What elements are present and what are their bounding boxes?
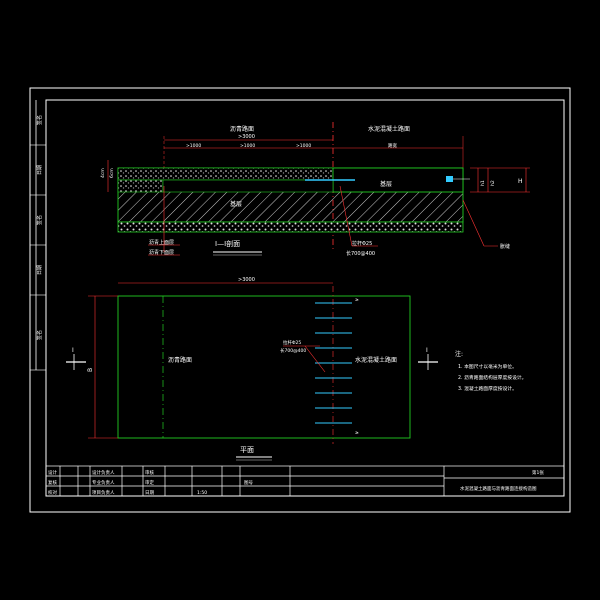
note-3: 3. 混凝土路面厚度按设计。 <box>458 385 517 392</box>
tb-r1c3: 设计负责人 <box>92 469 115 476</box>
strip-label-1: 签名 <box>36 115 43 125</box>
title-block-text: 设计 设计负责人 审核 复核 专业负责人 审定 校对 项目负责人 日期 1:50… <box>48 469 544 496</box>
dim-top: >3000 <box>238 134 255 140</box>
strip-label-4: 日期 <box>37 265 43 275</box>
transition-slab <box>162 179 334 193</box>
dim-left-1: 4cm <box>100 168 106 178</box>
layer-label-a: 基层 <box>230 200 242 208</box>
gravel-subbase <box>117 221 464 233</box>
tb-r3c3: 项目负责人 <box>92 489 115 496</box>
tb-title: 水泥混凝土路面与沥青路面连接构造图 <box>460 485 537 492</box>
tb-r1c5: 审核 <box>145 469 154 476</box>
plan-label-concrete: 水泥混凝土路面 <box>355 356 397 364</box>
strip-label-3: 签名 <box>36 215 43 225</box>
tb-scale: 1:50 <box>197 490 207 496</box>
plan-label-asphalt: 沥青路面 <box>168 356 192 364</box>
dim-right-h2: h2 <box>490 180 496 186</box>
plan-dim-top: >3000 <box>238 277 255 283</box>
dim-sub-1: >1000 <box>186 143 201 149</box>
section-label-asphalt: 沥青路面 <box>230 125 254 133</box>
plan-dim-small-top: ≥ <box>355 298 359 303</box>
plan-tie-bars <box>315 302 352 424</box>
layer-label-b: 基层 <box>380 180 392 188</box>
plan-mark-right: Ⅰ <box>426 347 428 354</box>
left-strip: 签名 日期 签名 日期 签名 <box>30 100 46 371</box>
drawing-border <box>45 99 565 497</box>
title-block <box>45 465 565 497</box>
tb-drawing-no: 图号 <box>244 480 253 486</box>
callout-joint: 胀缝 <box>500 243 510 250</box>
plan-dim-left: B <box>87 368 94 372</box>
section-label-concrete: 水泥混凝土路面 <box>368 125 410 133</box>
notes: 注: 1. 本图尺寸以毫米为单位。 2. 沥青路面结构层厚度按设计。 3. 混凝… <box>455 350 526 392</box>
dim-right: 路宽 <box>388 142 397 149</box>
tb-r1c1: 设计 <box>48 469 57 476</box>
plan-mark-left: Ⅰ <box>72 347 74 354</box>
tb-r2c3: 专业负责人 <box>92 479 115 486</box>
note-2: 2. 沥青路面结构层厚度按设计。 <box>458 374 526 381</box>
plan-view: >3000 沥青路面 水泥混凝土路面 拉杆Φ25 长700@400 ≥ ≥ B <box>66 277 438 461</box>
dim-right-h1: h1 <box>480 180 486 186</box>
plan-bar-callout-1: 拉杆Φ25 <box>283 339 301 346</box>
callout-asphalt-lower: 沥青下面层 <box>149 249 174 256</box>
dim-left-2: 6cm <box>109 168 115 178</box>
plan-title: 平面 <box>240 446 254 454</box>
plan-bar-callout-2: 长700@400 <box>280 347 306 354</box>
asphalt-surface <box>117 167 334 181</box>
section-view: 沥青路面 水泥混凝土路面 >3000 >1000 >1000 >1000 路宽 … <box>100 122 530 257</box>
tb-r3c1: 校对 <box>48 489 57 496</box>
notes-heading: 注: <box>455 350 463 358</box>
dim-sub-3: >1000 <box>296 143 311 149</box>
callout-asphalt-upper: 沥青上面层 <box>149 239 174 246</box>
plan-outline <box>117 295 411 439</box>
tb-r2c5: 审定 <box>145 479 154 486</box>
tb-r3c5: 日期 <box>145 490 154 496</box>
dowel-end <box>446 176 453 182</box>
tb-sheet: 第1张 <box>532 469 544 476</box>
section-bar-callout-2: 长700@400 <box>346 250 375 257</box>
section-bar-callout-1: 拉杆Φ25 <box>352 240 372 247</box>
strip-label-2: 日期 <box>37 165 43 175</box>
strip-label-5: 签名 <box>36 330 43 340</box>
tb-r2c1: 复核 <box>48 479 57 486</box>
plan-dim-small-bottom: ≥ <box>355 431 359 436</box>
note-1: 1. 本图尺寸以毫米为单位。 <box>458 363 517 370</box>
sheet-frame <box>29 87 571 513</box>
asphalt-lower <box>117 179 164 193</box>
dim-right-H: H <box>518 178 523 185</box>
section-title: Ⅰ—Ⅰ剖面 <box>215 239 240 248</box>
dim-sub-2: >1000 <box>240 143 255 149</box>
